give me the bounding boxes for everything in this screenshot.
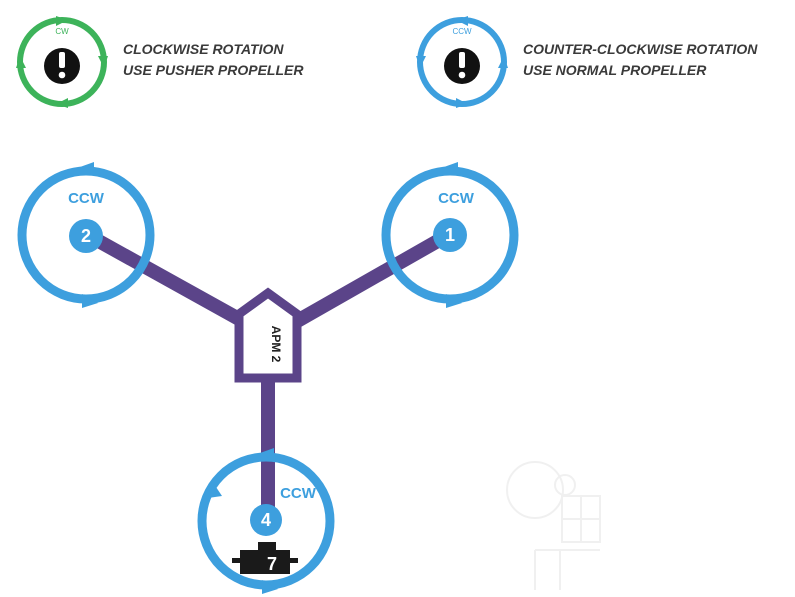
motor-2-badge bbox=[69, 219, 103, 253]
motor-2-number: 2 bbox=[81, 226, 91, 246]
ccw-ring-icon bbox=[416, 16, 508, 108]
motor-1-direction-label: CCW bbox=[438, 190, 475, 207]
motor-4: CCW 4 7 bbox=[197, 448, 335, 594]
ccw-ring-icon bbox=[381, 162, 519, 308]
arm-left bbox=[79, 227, 255, 331]
servo-number: 7 bbox=[267, 554, 277, 574]
legend-cw-line1: CLOCKWISE ROTATION bbox=[123, 41, 284, 57]
controller-label: APM 2 bbox=[269, 326, 283, 363]
warning-icon bbox=[44, 48, 80, 84]
warning-icon bbox=[444, 48, 480, 84]
cw-ring-icon bbox=[16, 16, 108, 108]
watermark-logo bbox=[506, 461, 601, 590]
legend-ccw-ring-label: CCW bbox=[452, 27, 472, 36]
legend-ccw-line1: COUNTER-CLOCKWISE ROTATION bbox=[523, 41, 758, 57]
motor-1: CCW 1 bbox=[381, 162, 519, 308]
legend: CW CLOCKWISE ROTATION USE PUSHER PROPELL… bbox=[16, 16, 758, 108]
ccw-ring-icon bbox=[197, 448, 335, 594]
legend-ccw: CCW COUNTER-CLOCKWISE ROTATION USE NORMA… bbox=[416, 16, 758, 108]
ccw-ring-icon bbox=[17, 162, 155, 308]
motor-4-direction-label: CCW bbox=[280, 485, 317, 502]
legend-cw: CW CLOCKWISE ROTATION USE PUSHER PROPELL… bbox=[16, 16, 304, 108]
motor-2-direction-label: CCW bbox=[68, 190, 105, 207]
flight-controller: APM 2 bbox=[234, 287, 302, 383]
motor-2: CCW 2 bbox=[17, 162, 155, 308]
motor-4-badge bbox=[250, 504, 282, 536]
legend-cw-line2: USE PUSHER PROPELLER bbox=[123, 62, 304, 78]
servo-icon: 7 bbox=[232, 542, 298, 574]
motor-1-number: 1 bbox=[445, 225, 455, 245]
arm-right bbox=[285, 227, 457, 331]
motor-4-number: 4 bbox=[261, 510, 271, 530]
legend-cw-ring-label: CW bbox=[55, 27, 69, 36]
legend-ccw-line2: USE NORMAL PROPELLER bbox=[523, 62, 707, 78]
frame-arms bbox=[79, 227, 457, 529]
motor-1-badge bbox=[433, 218, 467, 252]
